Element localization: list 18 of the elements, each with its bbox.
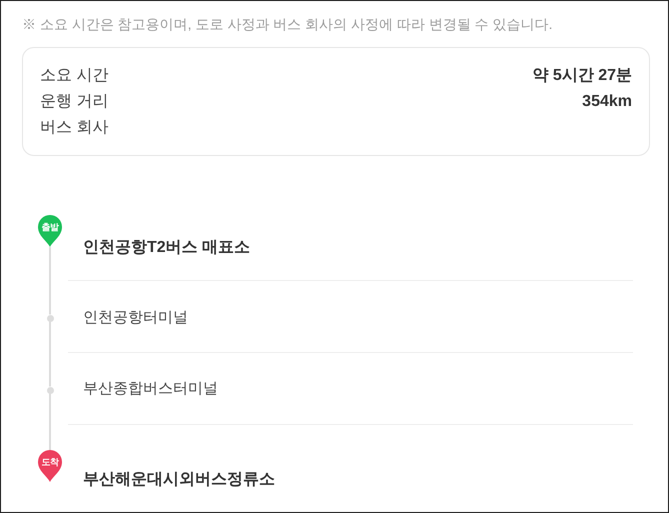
stop-name: 부산해운대시외버스정류소 bbox=[83, 470, 275, 490]
stop-name: 부산종합버스터미널 bbox=[83, 379, 218, 399]
row-label: 버스 회사 bbox=[40, 118, 108, 138]
stop-dot bbox=[46, 386, 54, 394]
stop-dot bbox=[46, 314, 54, 322]
stop-name: 인천공항T2버스 매표소 bbox=[83, 238, 250, 258]
route-line bbox=[49, 247, 51, 314]
row-value: 354km bbox=[582, 92, 632, 112]
arrival-pin: 도착 bbox=[38, 450, 62, 482]
row-value: 약 5시간 27분 bbox=[532, 66, 632, 86]
notice-text: ※ 소요 시간은 참고용이며, 도로 사정과 버스 회사의 사정에 따라 변경될 수 있습니다. bbox=[22, 15, 552, 34]
stop-name: 인천공항터미널 bbox=[83, 308, 188, 328]
info-card bbox=[22, 47, 650, 156]
route-line bbox=[49, 394, 51, 450]
departure-pin: 출발 bbox=[38, 215, 62, 247]
row-label: 소요 시간 bbox=[40, 66, 108, 86]
row-label: 운행 거리 bbox=[40, 92, 108, 112]
route-line bbox=[49, 322, 51, 386]
